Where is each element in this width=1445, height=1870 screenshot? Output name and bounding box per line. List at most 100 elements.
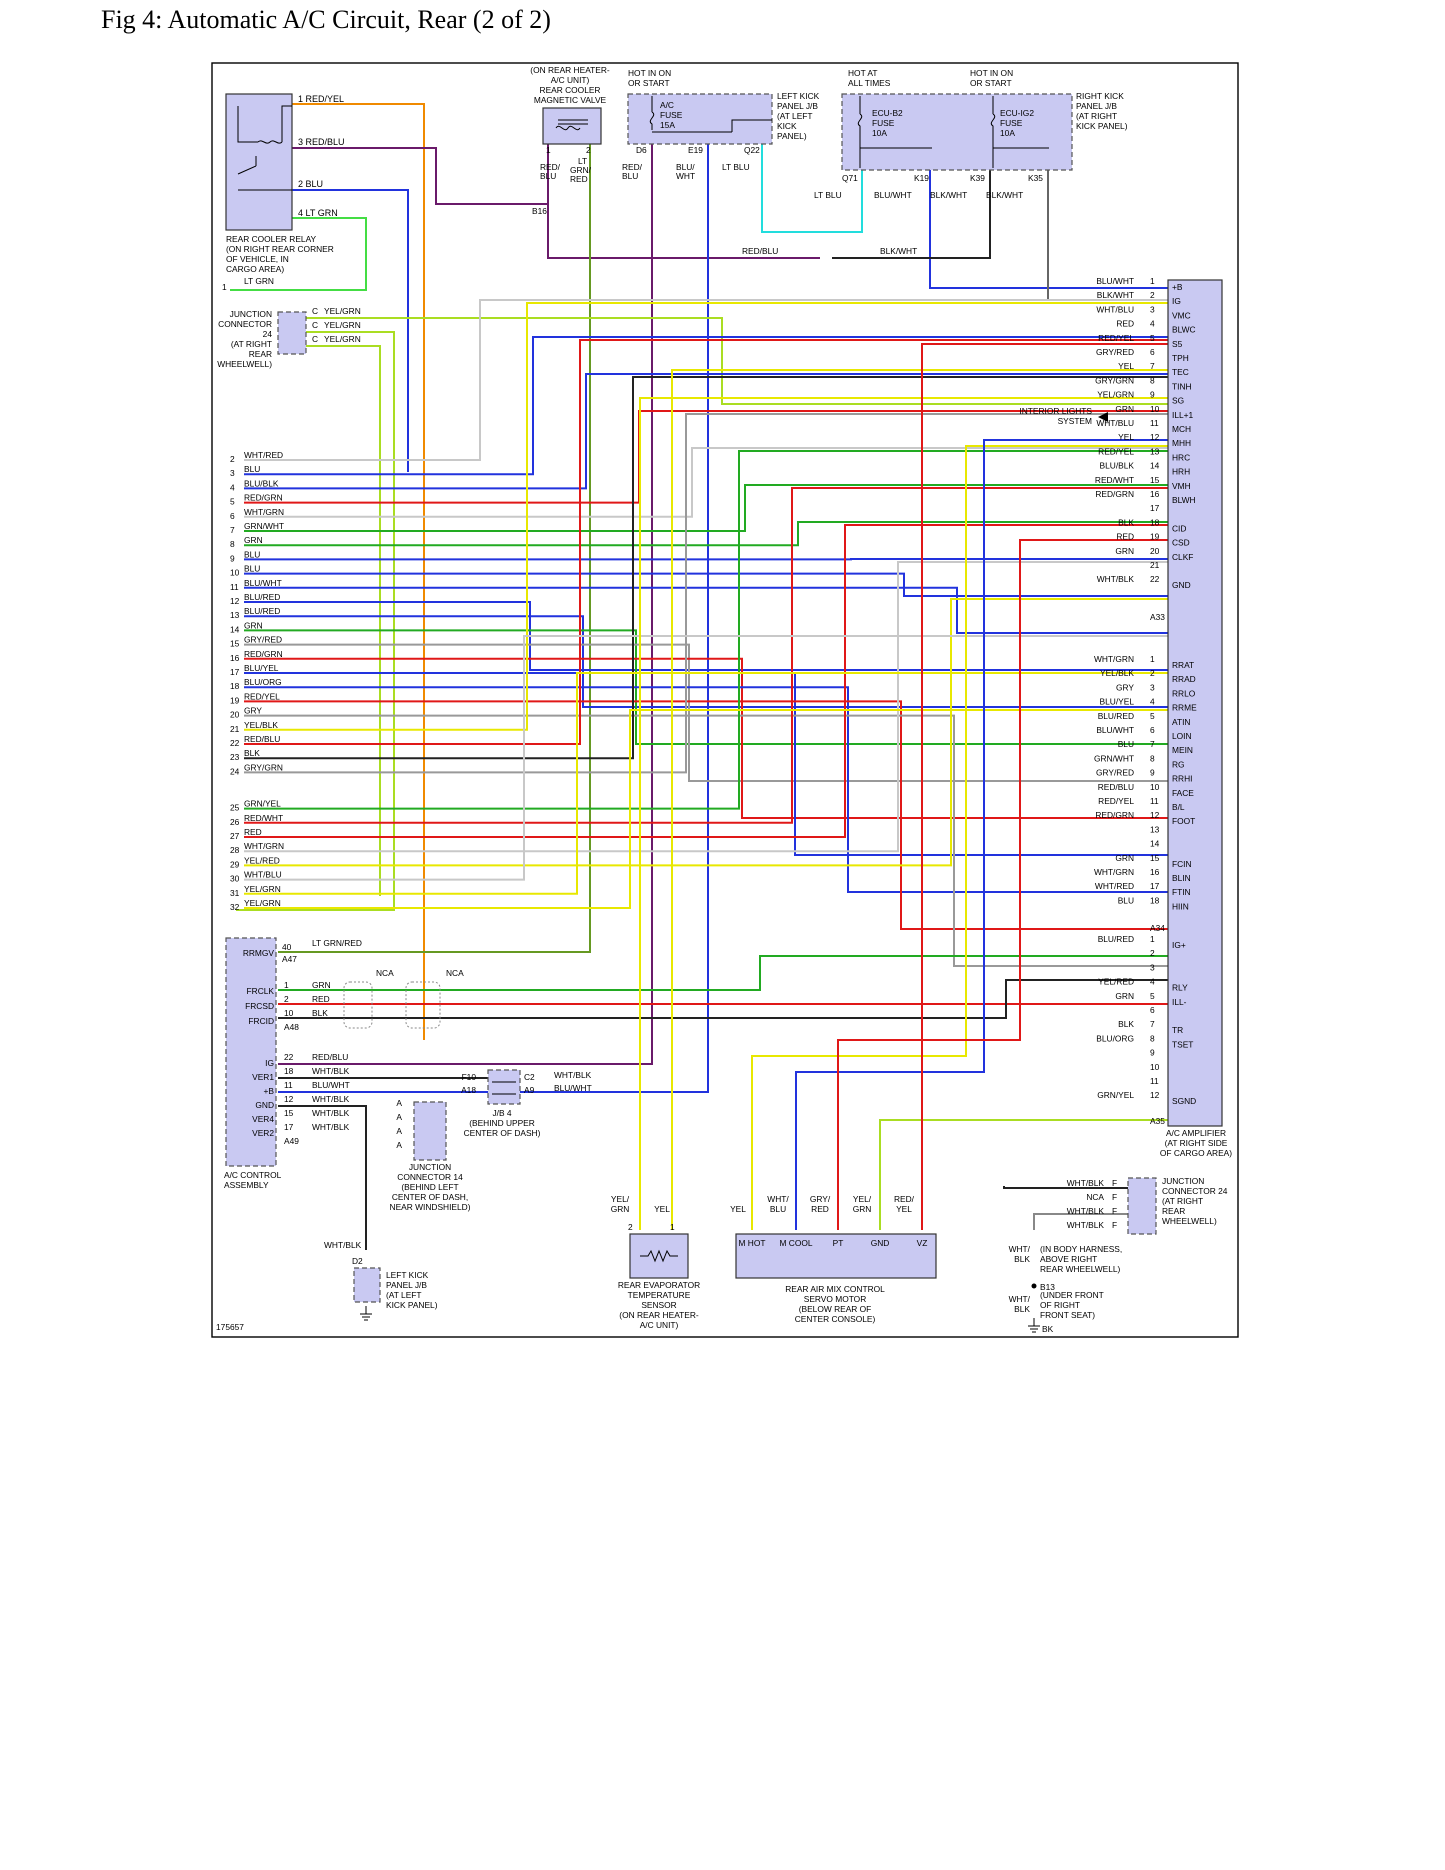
svg-text:GND: GND	[255, 1100, 274, 1110]
svg-text:(ON REAR HEATER-A/C UNIT)REAR: (ON REAR HEATER-A/C UNIT)REAR COOLERMAGN…	[530, 65, 610, 105]
a34-pin-11: 11	[1150, 796, 1159, 806]
a34-term-11: B/L	[1172, 802, 1185, 812]
harness-wire-32: YEL/GRN	[244, 898, 281, 908]
svg-text:GRY/RED: GRY/RED	[810, 1194, 831, 1214]
a34-wire-7: BLU	[1118, 739, 1134, 749]
svg-text:VER2: VER2	[252, 1128, 274, 1138]
harness-wire-15: GRY/RED	[244, 635, 282, 645]
svg-text:BLK: BLK	[312, 1008, 328, 1018]
a35-pin-4: 4	[1150, 977, 1155, 987]
a34-wire-15: GRN	[1115, 853, 1134, 863]
a33-pin-13: 13	[1150, 446, 1160, 456]
harness-wire-18: BLU/ORG	[244, 677, 282, 687]
rear-air-mix-servo-motor: YEL WHT/BLU GRY/RED YEL/GRN RED/YEL M HO…	[730, 1194, 937, 1324]
a33-wire-22: WHT/BLK	[1097, 574, 1135, 584]
svg-text:RED/: RED/	[622, 162, 643, 172]
svg-text:17: 17	[284, 1122, 294, 1132]
svg-text:NCA: NCA	[376, 968, 394, 978]
a33-term-13: HRC	[1172, 452, 1190, 462]
svg-text:F: F	[1112, 1178, 1117, 1188]
harness-pin-31: 31	[230, 888, 240, 898]
a35-wire-1: BLU/RED	[1098, 934, 1134, 944]
wire-frcid	[278, 979, 1168, 1019]
svg-text:YEL/GRN: YEL/GRN	[324, 320, 361, 330]
svg-text:IG: IG	[265, 1058, 274, 1068]
a33-pin-11: 11	[1150, 418, 1159, 428]
a35-wire-8: BLU/ORG	[1096, 1033, 1134, 1043]
harness-wire-20: GRY	[244, 706, 262, 716]
svg-text:A9: A9	[524, 1085, 535, 1095]
svg-text:A: A	[396, 1126, 402, 1136]
harness-pin-27: 27	[230, 831, 240, 841]
a34-pin-16: 16	[1150, 867, 1160, 877]
svg-text:A18: A18	[461, 1085, 476, 1095]
a33-wire-14: BLU/BLK	[1100, 461, 1135, 471]
svg-text:RED/: RED/	[540, 162, 561, 172]
a34-wire-17: WHT/RED	[1095, 881, 1134, 891]
harness-wire-route-2	[244, 299, 1168, 461]
harness-wire-route-16	[244, 657, 1168, 819]
wire-lt-blu	[761, 144, 863, 233]
a35-term-7: TR	[1172, 1025, 1183, 1035]
svg-text:GRN: GRN	[312, 980, 331, 990]
svg-text:C: C	[312, 320, 318, 330]
harness-wire-route-10	[244, 572, 1168, 597]
svg-text:Q22: Q22	[744, 145, 760, 155]
svg-text:WHT/BLK: WHT/BLK	[1067, 1178, 1105, 1188]
a33-wire-1: BLU/WHT	[1096, 276, 1134, 286]
harness-wire-21: YEL/BLK	[244, 720, 278, 730]
rear-cooler-relay: 1 RED/YEL 3 RED/BLU 2 BLU 4 LT GRN REAR …	[225, 93, 345, 274]
wire-motor-1	[751, 445, 1168, 1230]
harness-wire-route-32	[244, 709, 1168, 909]
svg-text:1: 1	[670, 1222, 675, 1232]
harness-wire-route-19	[244, 700, 1168, 930]
a33-term-15: VMH	[1172, 481, 1191, 491]
a33-wire-12: YEL	[1118, 432, 1134, 442]
svg-text:WHT/BLK: WHT/BLK	[554, 1070, 592, 1080]
a34-wire-8: GRN/WHT	[1094, 753, 1134, 763]
a34-pin-2: 2	[1150, 668, 1155, 678]
wire-lt-grn-red	[278, 144, 591, 953]
a34-term-5: ATIN	[1172, 717, 1190, 727]
harness-wire-route-27	[244, 524, 1168, 838]
a33-term-4: BLWC	[1172, 325, 1196, 335]
svg-text:D6: D6	[636, 145, 647, 155]
harness-wire-route-3	[244, 336, 1168, 476]
svg-text:K19: K19	[914, 173, 929, 183]
harness-pin-19: 19	[230, 695, 240, 705]
harness-wire-route-31	[244, 672, 1168, 895]
a34-term-15: FCIN	[1172, 859, 1192, 869]
harness-wire-route-28	[244, 561, 1168, 853]
a35-pin-7: 7	[1150, 1019, 1155, 1029]
wire-frclk	[278, 955, 1168, 991]
a34-term-18: HIIN	[1172, 901, 1189, 911]
wire-blu-relay	[292, 189, 409, 472]
harness-wire-30: WHT/BLU	[244, 870, 282, 880]
wire-gnd	[278, 1105, 367, 1250]
wire-red-blu-b16	[547, 144, 820, 259]
a33-pin-17: 17	[1150, 503, 1160, 513]
svg-text:BLU/: BLU/	[676, 162, 695, 172]
a33-term-8: TINH	[1172, 381, 1192, 391]
figure-title: Fig 4: Automatic A/C Circuit, Rear (2 of…	[101, 5, 551, 34]
a34-term-16: BLIN	[1172, 873, 1191, 883]
harness-pin-22: 22	[230, 738, 240, 748]
svg-text:RED/YEL: RED/YEL	[894, 1194, 915, 1214]
a34-wire-4: BLU/YEL	[1100, 697, 1135, 707]
harness-pin-7: 7	[230, 525, 235, 535]
a33-term-1: +B	[1172, 282, 1183, 292]
a35-pin-9: 9	[1150, 1048, 1155, 1058]
svg-text:40: 40	[282, 942, 292, 952]
harness-wire-9: BLU	[244, 549, 260, 559]
harness-pin-21: 21	[230, 724, 240, 734]
